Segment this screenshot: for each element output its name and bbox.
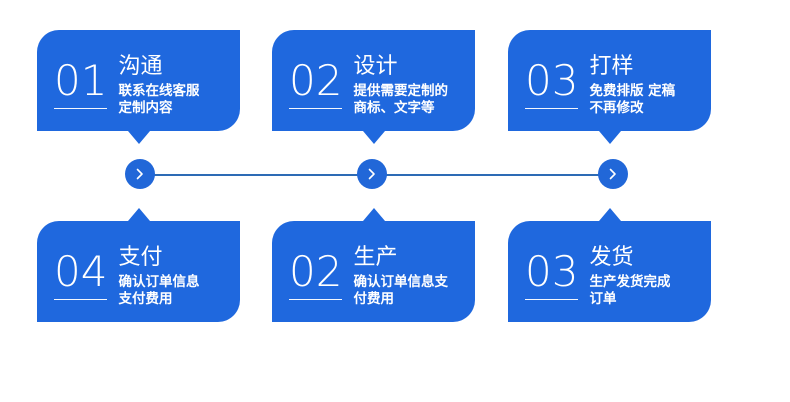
chevron-right-icon (368, 168, 375, 180)
triangle-down-icon (127, 131, 150, 144)
step-desc-line-2: 订单 (589, 290, 617, 307)
step-desc-line-1: 提供需要定制的 (353, 82, 448, 99)
step-text-block: 沟通 联系在线客服 定制内容 (118, 53, 199, 117)
process-step-card-1[interactable]: 01 沟通 联系在线客服 定制内容 (37, 30, 240, 144)
step-number: 02 (289, 246, 343, 296)
triangle-up-icon (362, 208, 385, 221)
step-number-block: 03 (525, 55, 579, 109)
step-number-block: 04 (54, 246, 108, 300)
step-number-underline (54, 298, 108, 300)
step-desc-line-2: 定制内容 (118, 99, 173, 116)
card-content: 03 打样 免费排版 定稿 不再修改 (508, 45, 711, 117)
step-desc-line-1: 确认订单信息支 (353, 273, 448, 290)
chevron-right-icon (609, 168, 616, 180)
triangle-up-icon (598, 208, 621, 221)
step-text-block: 设计 提供需要定制的 商标、文字等 (353, 53, 448, 117)
card-content: 04 支付 确认订单信息 支付费用 (37, 236, 240, 308)
card-content: 03 发货 生产发货完成 订单 (508, 236, 711, 308)
process-step-card-5[interactable]: 02 生产 确认订单信息支 付费用 (272, 208, 475, 322)
step-number-underline (525, 107, 579, 109)
step-text-block: 生产 确认订单信息支 付费用 (353, 244, 448, 308)
card-content: 02 生产 确认订单信息支 付费用 (272, 236, 475, 308)
step-desc-line-2: 支付费用 (118, 290, 173, 307)
triangle-down-icon (598, 131, 621, 144)
connector-node-3[interactable] (598, 159, 628, 189)
step-number-block: 03 (525, 246, 579, 300)
step-title: 支付 (118, 244, 163, 270)
connector-node-2[interactable] (357, 159, 387, 189)
step-text-block: 支付 确认订单信息 支付费用 (118, 244, 199, 308)
process-step-card-3[interactable]: 03 打样 免费排版 定稿 不再修改 (508, 30, 711, 144)
step-title: 发货 (589, 244, 634, 270)
step-number-underline (525, 298, 579, 300)
step-title: 沟通 (118, 53, 163, 79)
step-desc-line-2: 商标、文字等 (353, 99, 435, 116)
step-number: 04 (54, 246, 108, 296)
step-number: 01 (54, 55, 108, 105)
card-content: 01 沟通 联系在线客服 定制内容 (37, 45, 240, 117)
step-desc-line-1: 联系在线客服 (118, 82, 200, 99)
card-content: 02 设计 提供需要定制的 商标、文字等 (272, 45, 475, 117)
triangle-down-icon (362, 131, 385, 144)
step-number: 02 (289, 55, 343, 105)
step-desc-line-2: 付费用 (353, 290, 394, 307)
step-desc-line-2: 不再修改 (589, 99, 644, 116)
process-step-card-2[interactable]: 02 设计 提供需要定制的 商标、文字等 (272, 30, 475, 144)
step-number-block: 02 (289, 55, 343, 109)
step-number-block: 02 (289, 246, 343, 300)
step-title: 生产 (353, 244, 398, 270)
step-desc-line-1: 生产发货完成 (589, 273, 671, 290)
step-number-underline (54, 107, 108, 109)
step-number-underline (289, 298, 343, 300)
triangle-up-icon (127, 208, 150, 221)
step-number: 03 (525, 246, 579, 296)
step-desc-line-1: 确认订单信息 (118, 273, 200, 290)
step-number: 03 (525, 55, 579, 105)
step-desc-line-1: 免费排版 定稿 (589, 82, 676, 99)
connector-node-1[interactable] (125, 159, 155, 189)
chevron-right-icon (136, 168, 143, 180)
step-title: 打样 (589, 53, 634, 79)
process-step-card-6[interactable]: 03 发货 生产发货完成 订单 (508, 208, 711, 322)
step-title: 设计 (353, 53, 398, 79)
step-number-underline (289, 107, 343, 109)
step-text-block: 打样 免费排版 定稿 不再修改 (589, 53, 675, 117)
step-number-block: 01 (54, 55, 108, 109)
step-text-block: 发货 生产发货完成 订单 (589, 244, 670, 308)
process-step-card-4[interactable]: 04 支付 确认订单信息 支付费用 (37, 208, 240, 322)
